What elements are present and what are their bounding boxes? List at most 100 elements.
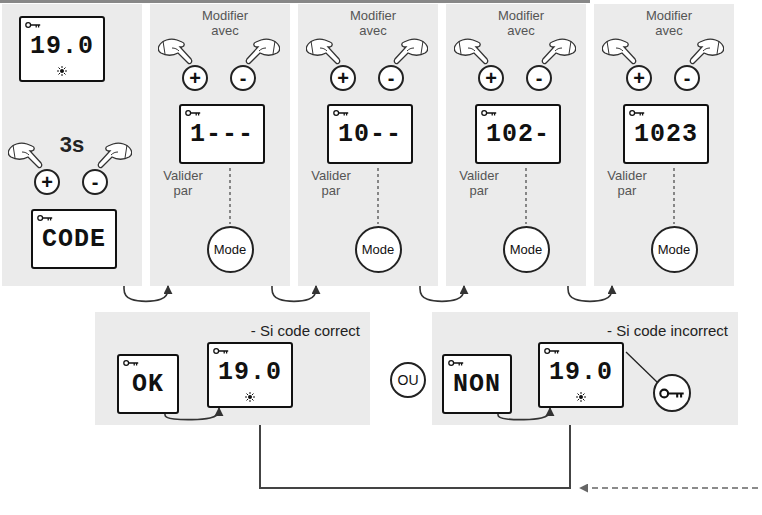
right-hand — [246, 39, 279, 63]
key-icon — [185, 109, 201, 117]
display-reading: 102- — [486, 121, 550, 149]
panel-background — [432, 312, 738, 425]
panel-background — [95, 312, 370, 425]
text-slot: Modifier avec — [341, 8, 405, 38]
mode-button: Mode — [355, 226, 402, 273]
left-hand — [8, 143, 41, 167]
step-panel: - Si code incorrectNON 19.0 — [432, 312, 738, 425]
step-panel: - Si code correctOK 19.0 — [95, 312, 370, 425]
key-icon — [213, 347, 229, 355]
mode-button: Mode — [651, 226, 698, 273]
key-icon — [123, 359, 139, 367]
display-reading: 10-- — [338, 121, 402, 149]
left-hand — [454, 39, 487, 63]
button-label: + — [485, 68, 497, 88]
text-slot: Modifier avec — [489, 8, 553, 38]
lcd-display: 19.0 — [538, 342, 624, 408]
display-reading: OK — [132, 371, 164, 399]
button-label: - — [536, 68, 543, 88]
leader-line — [673, 168, 674, 224]
panel-background — [446, 4, 586, 286]
key-icon — [448, 359, 464, 367]
button-label: Mode — [214, 242, 247, 257]
button-label: Mode — [362, 242, 395, 257]
display-reading: NON — [453, 371, 501, 399]
text-slot: - Si code correct — [205, 322, 360, 340]
lcd-display: 1023 — [623, 104, 709, 164]
button-label: - — [388, 68, 395, 88]
or-circle: OU — [390, 362, 426, 398]
mode-button: Mode — [503, 226, 550, 273]
button-label: - — [92, 172, 99, 192]
button-label: + — [337, 68, 349, 88]
push-button: + — [330, 65, 356, 91]
display-reading: 19.0 — [30, 33, 94, 61]
panel-background — [594, 4, 734, 286]
sun-icon — [57, 66, 67, 76]
key-icon — [37, 214, 53, 222]
lcd-display: 10-- — [327, 104, 413, 164]
button-label: OU — [398, 372, 419, 388]
lcd-display: NON — [442, 354, 512, 414]
instruction-text: Modifier avec — [637, 8, 701, 38]
display-reading: 19.0 — [218, 359, 282, 387]
push-button: - — [378, 65, 404, 91]
left-hand — [306, 39, 339, 63]
panel-backgrounds — [2, 4, 738, 425]
step-arrow — [124, 286, 168, 301]
step-panel: Modifier avecValider par + - 1023Mode — [594, 4, 734, 286]
push-button: + — [34, 169, 60, 195]
header-rule — [0, 0, 590, 3]
panel-background — [2, 4, 142, 286]
left-hand — [158, 39, 191, 63]
display-reading: 1023 — [634, 121, 698, 149]
button-label: Mode — [510, 242, 543, 257]
right-hand — [690, 39, 723, 63]
push-button: - — [82, 169, 108, 195]
instruction-text: Modifier avec — [193, 8, 257, 38]
text-slot: - Si code incorrect — [552, 322, 728, 340]
key-leader — [626, 352, 657, 382]
mode-button: Mode — [207, 226, 254, 273]
instruction-text: Valider par — [598, 168, 656, 198]
step-panel: 3s19.0+-CODE — [2, 4, 142, 286]
text-slot: 3s — [42, 132, 102, 157]
right-hand — [542, 39, 575, 63]
button-label: + — [189, 68, 201, 88]
key-icon — [629, 109, 645, 117]
lcd-display: 1--- — [179, 104, 265, 164]
leader-line — [525, 168, 526, 224]
panel-background — [298, 4, 438, 286]
step-arrow — [272, 286, 316, 301]
text-slot: Modifier avec — [637, 8, 701, 38]
return-bracket — [260, 425, 570, 488]
lcd-display: 102- — [475, 104, 561, 164]
dashed-return-arrow — [580, 487, 758, 489]
push-button: - — [674, 65, 700, 91]
instruction-text: Valider par — [154, 168, 212, 198]
button-label: - — [240, 68, 247, 88]
text-slot: Modifier avec — [193, 8, 257, 38]
left-hand — [602, 39, 635, 63]
lcd-display: OK — [117, 354, 179, 414]
text-slot: Valider par — [154, 168, 212, 198]
step-panel: Modifier avecValider par + - 10-- Mode — [298, 4, 438, 286]
push-button: - — [230, 65, 256, 91]
hold-time: 3s — [42, 132, 102, 157]
case-heading: - Si code incorrect — [552, 322, 728, 340]
panel-background — [150, 4, 290, 286]
key-icon — [481, 109, 497, 117]
push-button: + — [182, 65, 208, 91]
sun-icon — [576, 392, 586, 402]
instruction-text: Modifier avec — [489, 8, 553, 38]
button-label: - — [684, 68, 691, 88]
push-button: + — [626, 65, 652, 91]
key-icon — [544, 347, 560, 355]
button-label: Mode — [658, 242, 691, 257]
right-hand — [394, 39, 427, 63]
push-button: + — [478, 65, 504, 91]
text-slot: Valider par — [302, 168, 360, 198]
validate-leaders — [230, 168, 674, 224]
display-reading: 1--- — [190, 121, 254, 149]
